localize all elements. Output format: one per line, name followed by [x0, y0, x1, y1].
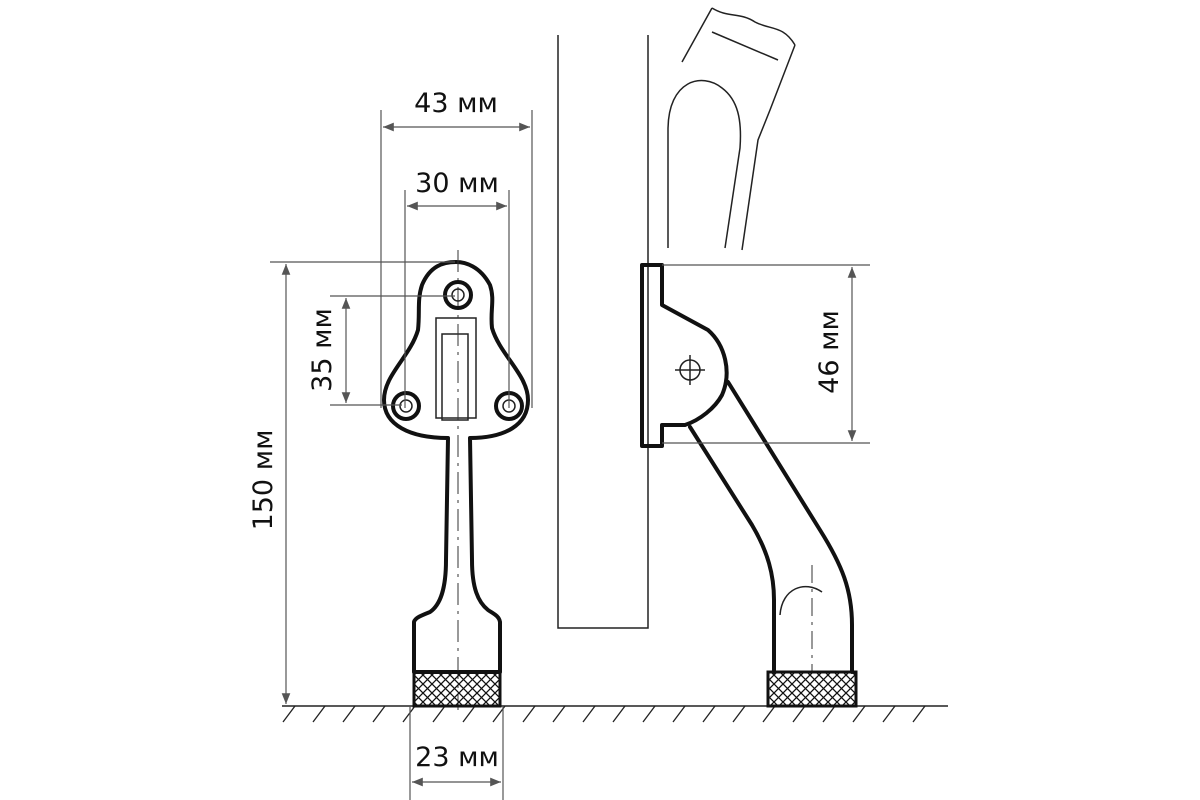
- dimension-150: [270, 261, 455, 704]
- front-view-slot: [435, 317, 477, 419]
- label-mount-height-46: 46 мм: [814, 310, 845, 394]
- dimension-30: [404, 190, 510, 408]
- dimension-23: [409, 706, 504, 800]
- side-view-stopper: [640, 7, 858, 708]
- dimension-35: [330, 295, 455, 406]
- side-view-raised-arm: [667, 79, 742, 249]
- side-view-arm-curve: [779, 585, 823, 616]
- floor: [282, 705, 948, 723]
- front-view-knurled-foot: [412, 670, 502, 708]
- label-hole-spacing-35: 35 мм: [307, 308, 338, 392]
- front-view-arm: [441, 333, 469, 421]
- screw-hole-top: [443, 280, 473, 310]
- front-view-stopper: [382, 250, 530, 710]
- dimension-43: [380, 110, 533, 408]
- screw-hole-left: [391, 391, 421, 421]
- side-view-knurled-foot: [766, 670, 858, 708]
- side-view-arm-tip: [711, 7, 796, 46]
- dimension-46: [662, 264, 870, 444]
- label-width-43: 43 мм: [414, 88, 498, 119]
- side-view-lowered-arm: [688, 380, 854, 674]
- door-panel: [557, 35, 649, 629]
- side-view-base-plate: [640, 263, 729, 448]
- floor-hatching: [282, 705, 926, 723]
- label-height-150: 150 мм: [248, 430, 279, 531]
- side-view-arm-break: [711, 31, 779, 61]
- label-foot-width-23: 23 мм: [415, 742, 499, 773]
- label-width-30: 30 мм: [415, 168, 499, 199]
- side-view-raised-arm-outer: [681, 7, 796, 251]
